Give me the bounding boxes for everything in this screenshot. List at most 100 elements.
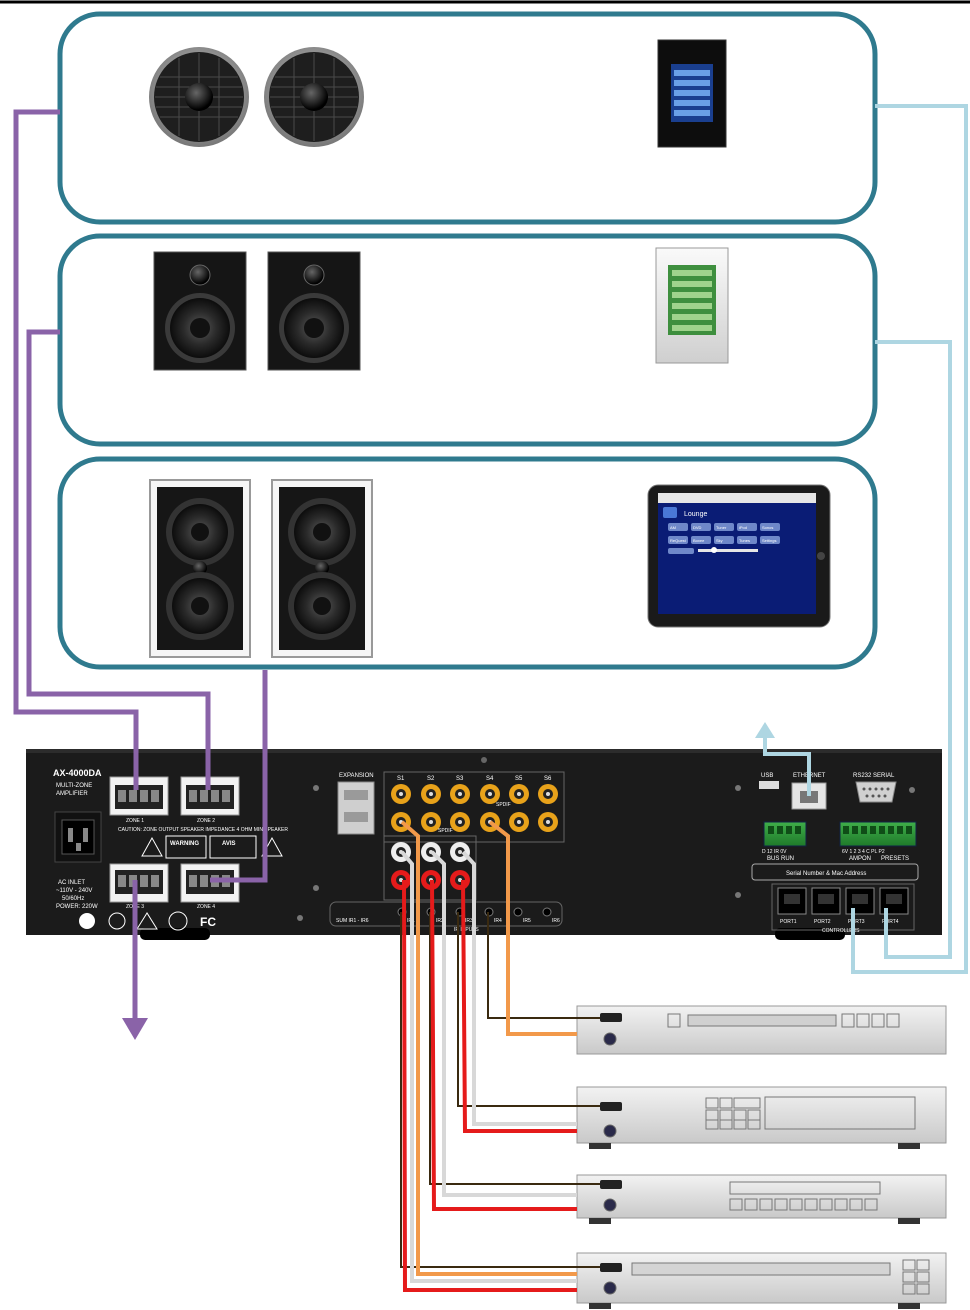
spdif-label-1: SPDIF <box>438 828 453 834</box>
orange-wire-device1 <box>488 820 577 1036</box>
ipad-button <box>760 523 780 531</box>
ctick-icon <box>79 913 95 929</box>
ipad-button <box>737 536 757 544</box>
ipad-button <box>737 523 757 531</box>
source-label: S5 <box>515 776 523 782</box>
ce-icon <box>108 912 126 930</box>
controller-port-label: PORT2 <box>814 919 831 925</box>
source-label: S2 <box>427 776 435 782</box>
ceiling-speaker-left <box>149 47 249 147</box>
ir-port-label: IR5 <box>523 918 531 924</box>
ipad-button <box>691 523 711 531</box>
ir-jack <box>513 907 523 917</box>
cert-seal-icon <box>168 911 188 931</box>
source-device-2 <box>576 1086 947 1149</box>
bus-pins-label: D 12 IR 0V <box>762 849 787 855</box>
source-device-1 <box>576 1005 947 1055</box>
purple-arrow-down-icon <box>122 1018 148 1040</box>
ir-port-label: IR2 <box>436 918 444 924</box>
ipad-button-label: Tuner <box>716 525 727 530</box>
source-rca-block <box>383 771 565 843</box>
ipad-button <box>714 536 734 544</box>
red-wire-device3 <box>430 879 577 1211</box>
zone4-label: ZONE 4 <box>197 904 215 910</box>
serial-mac-box <box>751 863 919 881</box>
controllers-label: CONTROLLERS <box>822 928 860 934</box>
rs232-label: RS232 SERIAL <box>853 773 895 779</box>
zone2-terminal: ZONE 2 <box>180 776 240 824</box>
rca-jack <box>391 784 411 804</box>
ampon-presets-terminal <box>839 821 917 847</box>
rca-jack <box>538 812 558 832</box>
wall-speaker-left <box>153 251 247 371</box>
usb-port <box>759 781 779 789</box>
ir-inputs-label: IR INPUTS <box>454 927 479 933</box>
ipad-button-label: Sky <box>716 538 723 543</box>
rca-jack <box>450 812 470 832</box>
controller-port-label: PORT1 <box>780 919 797 925</box>
blue-wire-ethernet <box>763 736 811 796</box>
ir-port-label: IR3 <box>465 918 473 924</box>
caution-text: CAUTION: ZONE OUTPUT SPEAKER IMPEDANCE 4… <box>118 827 288 833</box>
wiring <box>13 104 968 1292</box>
ipad-button-label: Settings <box>762 538 776 543</box>
ipad-button <box>760 536 780 544</box>
controller-port-label: PORT3 <box>848 919 865 925</box>
wall-speaker-right <box>267 251 361 371</box>
ir-port-label: IR6 <box>552 918 560 924</box>
power-label: POWER: 220W <box>56 904 98 910</box>
ipad-button <box>691 536 711 544</box>
amp-model: AX-4000DA <box>53 768 102 778</box>
ampon-pins-label: 6V 1 2 3 4 C PL P2 <box>842 849 885 855</box>
red-wire-device2 <box>461 879 577 1133</box>
orange-wire-device4 <box>400 820 577 1276</box>
fc-label: FC <box>200 915 216 929</box>
warning-label: WARNING <box>170 841 199 847</box>
rca-jack <box>509 812 529 832</box>
rca-jack <box>509 784 529 804</box>
rca-jack <box>421 812 441 832</box>
ir-sum-label: SUM IR1 - IR6 <box>336 918 369 924</box>
source-label: S1 <box>397 776 405 782</box>
usb-label: USB <box>761 773 773 779</box>
zone2-label: ZONE 2 <box>197 818 215 824</box>
source-label: S3 <box>456 776 464 782</box>
ipad-button-label: iPod <box>739 525 747 530</box>
source-label: S4 <box>486 776 494 782</box>
ipad-button-label: Boxee <box>693 538 705 543</box>
zone1-label: ZONE 1 <box>126 818 144 824</box>
blue-arrow-up-icon <box>755 722 775 738</box>
white-wire-device4 <box>400 850 577 1283</box>
amplifier-chassis: AX-4000DA MULTI-ZONE AMPLIFIER AC INLET … <box>26 749 942 940</box>
ipad-button-label: Sonos <box>762 525 773 530</box>
source-device-3 <box>576 1174 947 1224</box>
white-wire-device3 <box>430 850 577 1197</box>
ir-wire-3 <box>429 912 600 1185</box>
rca-jack <box>421 784 441 804</box>
rca-jack <box>450 870 470 890</box>
cert-triangle-icon <box>136 912 158 930</box>
ac-inlet-label: AC INLET <box>58 880 85 886</box>
rs232-port <box>855 781 897 803</box>
ir-wire-1 <box>487 912 600 1019</box>
expansion-slot <box>337 781 375 835</box>
white-wire-device2 <box>461 850 577 1126</box>
freq-label: 50/60Hz <box>62 896 84 902</box>
purple-wire-zone3 <box>210 670 268 883</box>
rca-jack <box>480 784 500 804</box>
rca-jack <box>538 784 558 804</box>
red-wire-device4 <box>402 879 577 1292</box>
ir-port-label: IR4 <box>494 918 502 924</box>
purple-wire-zone1 <box>13 109 139 790</box>
spdif-label-2: SPDIF <box>496 802 511 808</box>
ipad-button <box>668 523 688 531</box>
serial-mac-label: Serial Number & Mac Address <box>786 871 866 877</box>
expansion-label: EXPANSION <box>339 773 374 779</box>
blue-wire-keypad-1 <box>851 104 968 974</box>
ir-wire-2 <box>457 912 600 1107</box>
white-touch-keypad <box>655 247 729 364</box>
source-label: S6 <box>544 776 552 782</box>
amp-subtitle-1: MULTI-ZONE <box>56 783 92 789</box>
ir-jack <box>542 907 552 917</box>
